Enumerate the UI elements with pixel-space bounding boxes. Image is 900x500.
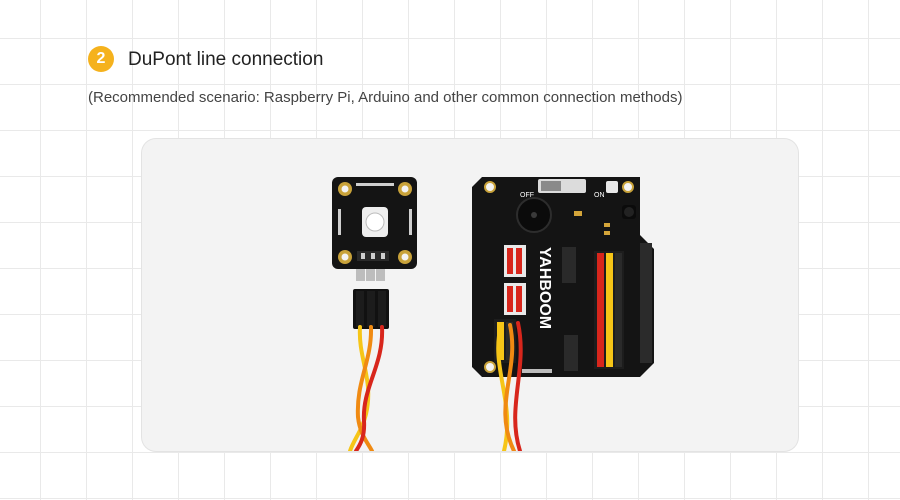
sensor-module bbox=[332, 177, 417, 329]
step-number-badge: 2 bbox=[88, 46, 114, 72]
product-photo: OFF ON YAHBOOM bbox=[142, 139, 798, 451]
product-photo-illustration: OFF ON YAHBOOM bbox=[332, 177, 654, 451]
board-brand-label: YAHBOOM bbox=[536, 247, 553, 329]
board-wires bbox=[496, 321, 523, 451]
section-subtitle: (Recommended scenario: Raspberry Pi, Ard… bbox=[88, 89, 683, 106]
section-title: DuPont line connection bbox=[128, 49, 324, 70]
sensor-wires bbox=[348, 325, 385, 451]
switch-off-label: OFF bbox=[520, 192, 534, 199]
switch-on-label: ON bbox=[594, 192, 605, 199]
